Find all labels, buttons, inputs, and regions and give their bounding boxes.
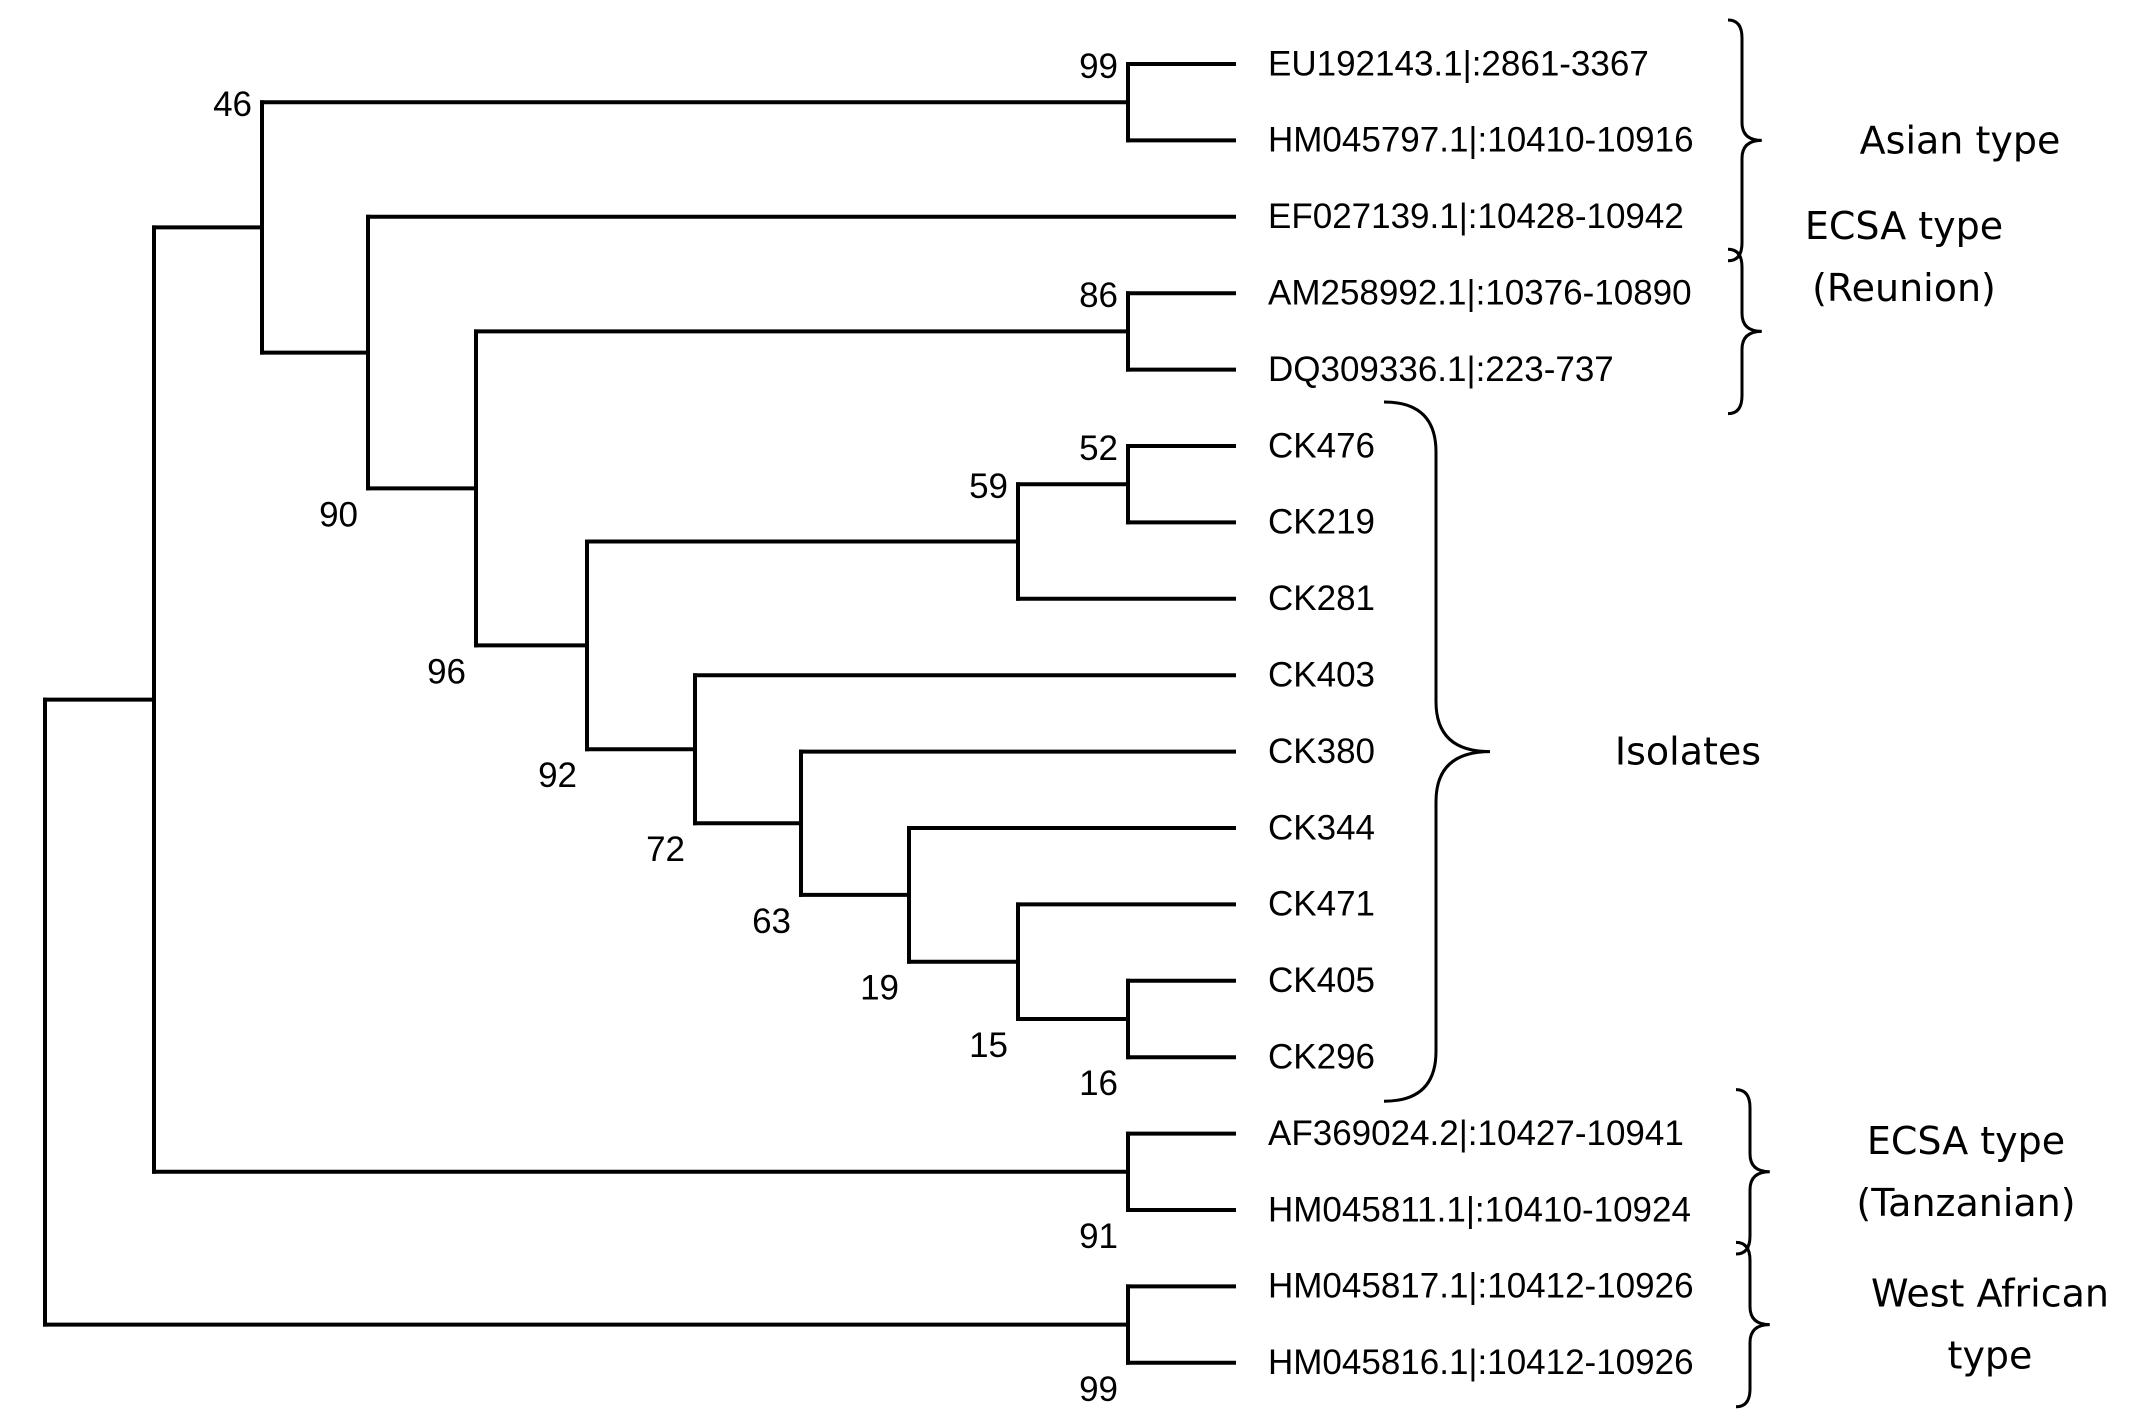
tree-branches [43, 62, 1236, 1365]
bootstrap-value: 92 [538, 756, 577, 795]
group-label: (Reunion) [1812, 266, 1996, 310]
bootstrap-value: 63 [752, 902, 791, 941]
group-brace [1727, 18, 1762, 263]
leaf-label: HM045816.1|:10412-10926 [1268, 1343, 1694, 1382]
bootstrap-value: 72 [646, 830, 685, 869]
leaf-label: CK281 [1268, 579, 1375, 618]
leaf-label: EU192143.1|:2861-3367 [1268, 44, 1649, 83]
bootstrap-value: 90 [319, 495, 358, 534]
group-label: Isolates [1615, 730, 1761, 774]
group-label: Asian type [1860, 118, 2061, 162]
leaf-label: AF369024.2|:10427-10941 [1268, 1114, 1684, 1153]
leaf-label: CK405 [1268, 961, 1375, 1000]
leaf-label: CK471 [1268, 885, 1375, 924]
leaf-label: CK476 [1268, 426, 1375, 465]
group-label: West African [1871, 1272, 2109, 1316]
leaf-label: CK380 [1268, 732, 1375, 771]
bootstrap-value: 91 [1079, 1217, 1118, 1256]
leaf-label: CK403 [1268, 655, 1375, 694]
group-brace [1383, 400, 1491, 1103]
leaf-label: CK344 [1268, 808, 1375, 847]
bootstrap-values: 99 86 52 59 16 15 19 63 72 92 96 90 46 91 99 [213, 47, 1118, 1409]
bootstrap-value: 19 [860, 969, 899, 1008]
bootstrap-value: 86 [1079, 276, 1118, 315]
leaf-label: EF027139.1|:10428-10942 [1268, 197, 1684, 236]
bootstrap-value: 59 [969, 467, 1008, 506]
leaf-labels: EU192143.1|:2861-3367HM045797.1|:10410-1… [1268, 44, 1694, 1382]
group-label: ECSA type [1805, 204, 2003, 248]
group-label: type [1948, 1334, 2033, 1378]
bootstrap-value: 15 [969, 1026, 1008, 1065]
leaf-label: HM045797.1|:10410-10916 [1268, 121, 1694, 160]
leaf-label: HM045817.1|:10412-10926 [1268, 1267, 1694, 1306]
leaf-label: CK296 [1268, 1037, 1375, 1076]
bootstrap-value: 96 [427, 652, 466, 691]
bootstrap-value: 99 [1079, 1370, 1118, 1409]
bootstrap-value: 99 [1079, 47, 1118, 86]
bootstrap-value: 52 [1079, 429, 1118, 468]
group-label: ECSA type [1867, 1119, 2065, 1163]
leaf-label: AM258992.1|:10376-10890 [1268, 273, 1692, 312]
group-label: (Tanzanian) [1856, 1181, 2075, 1225]
leaf-label: CK219 [1268, 503, 1375, 542]
group-braces [1383, 18, 1770, 1409]
bootstrap-value: 16 [1079, 1064, 1118, 1103]
bootstrap-value: 46 [213, 85, 252, 124]
leaf-label: DQ309336.1|:223-737 [1268, 350, 1614, 389]
group-brace [1735, 1240, 1770, 1409]
group-brace [1727, 247, 1762, 416]
leaf-label: HM045811.1|:10410-10924 [1268, 1190, 1691, 1229]
group-brace [1735, 1088, 1770, 1256]
